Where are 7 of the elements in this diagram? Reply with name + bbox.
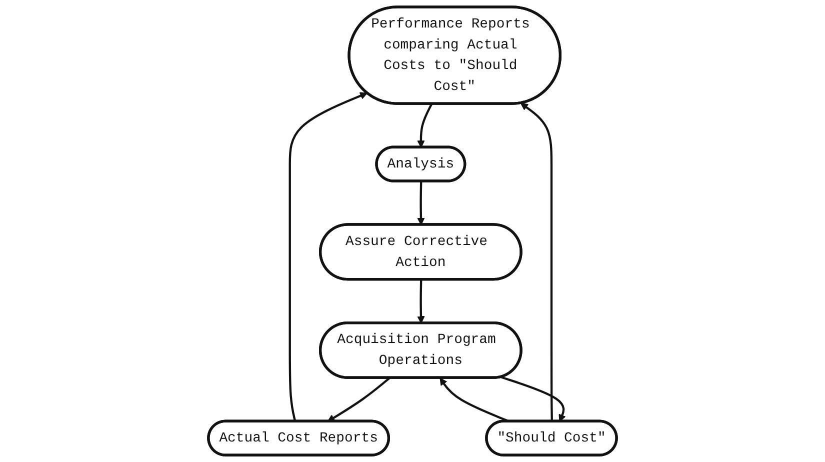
arrow bbox=[417, 181, 425, 226]
arrow bbox=[327, 377, 390, 422]
arrow bbox=[520, 102, 554, 422]
arrow bbox=[288, 92, 368, 422]
arrow bbox=[500, 376, 566, 422]
arrow bbox=[417, 103, 433, 148]
arrow bbox=[417, 280, 425, 324]
